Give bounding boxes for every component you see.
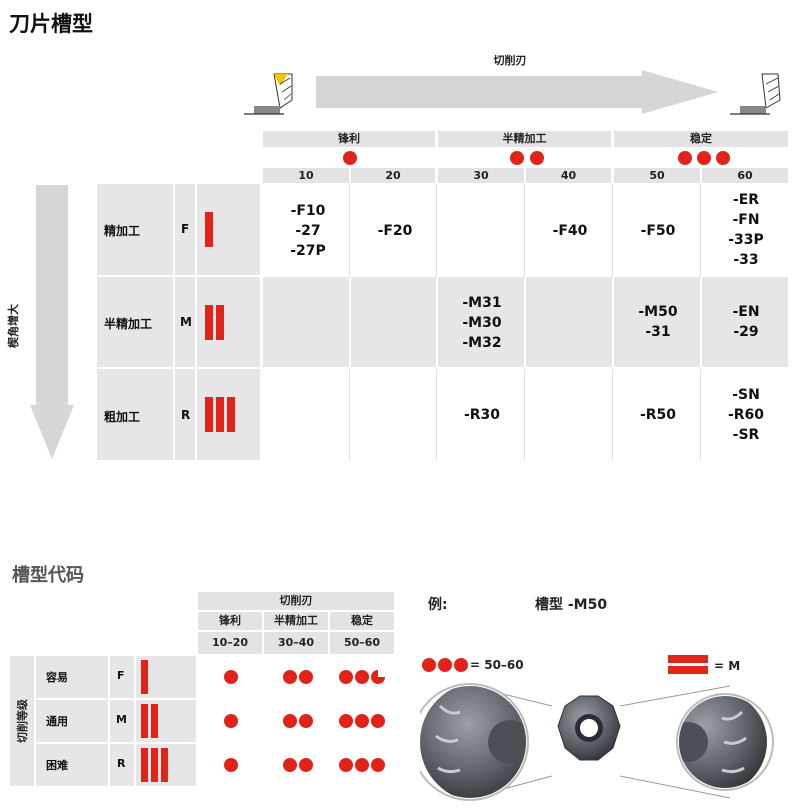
dot-icon [283, 714, 297, 728]
cell-m50: -M50 -31 [638, 304, 678, 340]
group-stable: 稳定 [614, 131, 788, 147]
dot-icon [224, 758, 238, 772]
row-label-finish: 精加工 [104, 224, 141, 238]
cell-f40: -F40 [552, 223, 588, 239]
cell-f10: -F10 -27 -27P [290, 203, 326, 259]
dot-icon [299, 758, 313, 772]
row-code-m: M [180, 315, 192, 329]
cell-r60: -SN -R60 -SR [727, 387, 765, 443]
scale-30: 30 [438, 168, 524, 183]
bar-icon [151, 748, 158, 782]
bar-icon [216, 397, 224, 432]
dot-icon [510, 151, 524, 165]
half-dot-icon [371, 670, 385, 684]
example-dots-text: = 50–60 [470, 658, 524, 672]
bar-icon [205, 305, 213, 340]
wedge-arrow-label: 楔角增大 [7, 304, 20, 348]
dot-icon [371, 714, 385, 728]
example-title: 槽型 -M50 [535, 597, 608, 613]
dot-icon [438, 658, 452, 672]
code-row-f: F [117, 669, 125, 682]
code-row-m: M [116, 713, 127, 726]
scale-20: 20 [351, 168, 435, 183]
bar-icon [668, 655, 708, 663]
bar-icon [161, 748, 168, 782]
cell-m60: -EN -29 [732, 304, 760, 340]
example-bar-text: = M [714, 659, 741, 673]
dot-icon [716, 151, 730, 165]
dot-icon [371, 758, 385, 772]
bar-icon [227, 397, 235, 432]
group-semi: 半精加工 [438, 131, 611, 147]
dot-icon [283, 758, 297, 772]
scale-40: 40 [526, 168, 611, 183]
dot-icon [299, 714, 313, 728]
dot-icon [355, 670, 369, 684]
dot-icon [283, 670, 297, 684]
dot-icon [530, 151, 544, 165]
dot-icon [299, 670, 313, 684]
sharp-edge-icon [244, 73, 293, 115]
code-row-general: 通用 [46, 715, 68, 728]
code-range-2: 30–40 [264, 632, 328, 654]
code-row-r: R [117, 757, 126, 770]
dot-icon [339, 758, 353, 772]
dot-icon [224, 670, 238, 684]
row-code-f: F [181, 222, 190, 236]
dot-icon [454, 658, 468, 672]
dot-icon [355, 714, 369, 728]
dot-icon [343, 151, 357, 165]
bar-icon [141, 748, 148, 782]
code-side-label: 切削等级 [16, 699, 29, 743]
scale-10: 10 [263, 168, 349, 183]
edge-arrow-icon [316, 70, 718, 114]
edge-arrow-label: 切削刃 [493, 54, 527, 67]
bar-icon [205, 212, 213, 247]
scale-50: 50 [614, 168, 700, 183]
bar-icon [141, 660, 148, 694]
code-row-easy: 容易 [46, 671, 68, 684]
row-label-semi: 半精加工 [104, 317, 153, 331]
row-label-rough: 粗加工 [104, 410, 141, 424]
cell-m30: -M31 -M30 -M32 [462, 295, 502, 351]
dot-icon [355, 758, 369, 772]
bar-icon [205, 397, 213, 432]
cell-f20: -F20 [377, 223, 413, 239]
code-col-semi: 半精加工 [264, 612, 328, 630]
dot-icon [422, 658, 436, 672]
dot-icon [339, 714, 353, 728]
row-code-r: R [181, 408, 191, 422]
scale-60: 60 [702, 168, 788, 183]
bar-icon [216, 305, 224, 340]
example-label: 例: [428, 597, 448, 613]
code-col-stable: 稳定 [330, 612, 394, 630]
insert-illustration-icon [420, 683, 774, 801]
bar-icon [151, 704, 158, 738]
bar-icon [668, 666, 708, 674]
code-col-sharp: 锋利 [198, 612, 262, 630]
dot-icon [339, 670, 353, 684]
dot-icon [697, 151, 711, 165]
code-row-hard: 困难 [46, 759, 68, 772]
group-sharp: 锋利 [263, 131, 435, 147]
code-range-1: 10–20 [198, 632, 262, 654]
cell-r50: -R50 [639, 407, 677, 423]
cell-f60: -ER -FN -33P -33 [728, 192, 764, 268]
dot-icon [678, 151, 692, 165]
page-title: 刀片槽型 [9, 12, 93, 36]
cell-f50: -F50 [640, 223, 676, 239]
code-header: 切削刃 [198, 592, 394, 610]
code-range-3: 50–60 [330, 632, 394, 654]
stable-edge-icon [730, 73, 781, 115]
section-title: 槽型代码 [12, 565, 84, 586]
bar-icon [141, 704, 148, 738]
dot-icon [224, 714, 238, 728]
cell-r30: -R30 [463, 407, 501, 423]
wedge-arrow-icon [30, 185, 74, 459]
